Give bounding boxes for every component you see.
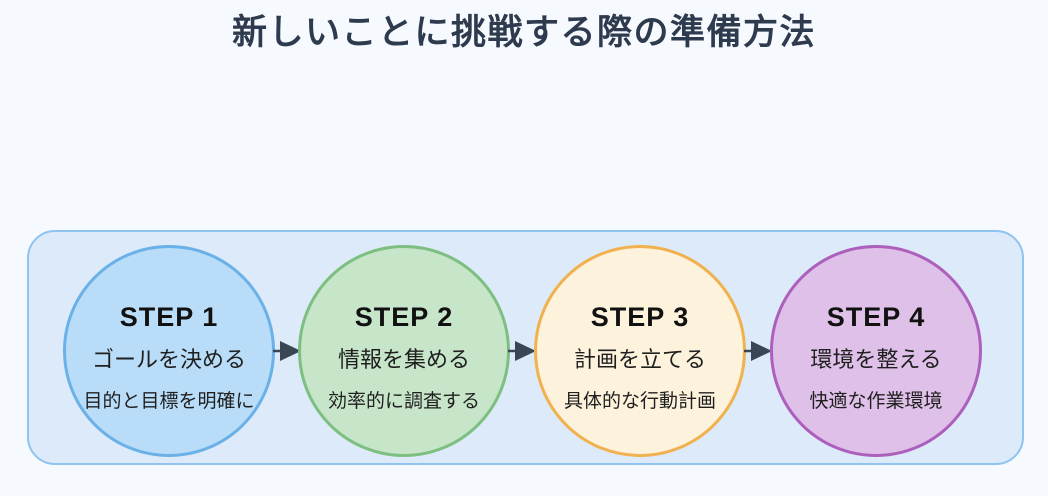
step-circle-1: STEP 1 ゴールを決める 目的と目標を明確に	[63, 245, 275, 457]
step-4-subtitle: 快適な作業環境	[809, 390, 943, 412]
step-circle-2: STEP 2 情報を集める 効率的に調査する	[298, 245, 510, 457]
page-title: 新しいことに挑戦する際の準備方法	[231, 13, 816, 52]
step-1-label: STEP 1	[119, 301, 219, 332]
step-circle-4: STEP 4 環境を整える 快適な作業環境	[770, 245, 982, 457]
step-1-title: ゴールを決める	[91, 346, 246, 372]
step-2-label: STEP 2	[354, 301, 454, 332]
step-2-subtitle: 効率的に調査する	[327, 390, 480, 412]
step-3-title: 計画を立てる	[573, 346, 706, 372]
arrow-right-icon	[744, 338, 774, 364]
arrow-right-icon	[273, 338, 303, 364]
step-3-subtitle: 具体的な行動計画	[563, 390, 716, 412]
step-1-subtitle: 目的と目標を明確に	[83, 390, 255, 412]
step-circle-3: STEP 3 計画を立てる 具体的な行動計画	[534, 245, 746, 457]
step-2-title: 情報を集める	[337, 346, 470, 372]
step-3-label: STEP 3	[590, 301, 690, 332]
step-4-label: STEP 4	[826, 301, 926, 332]
steps-panel: STEP 1 ゴールを決める 目的と目標を明確に STEP 2 情報を集める 効…	[27, 230, 1024, 465]
arrow-right-icon	[508, 338, 538, 364]
step-4-title: 環境を整える	[810, 346, 942, 372]
